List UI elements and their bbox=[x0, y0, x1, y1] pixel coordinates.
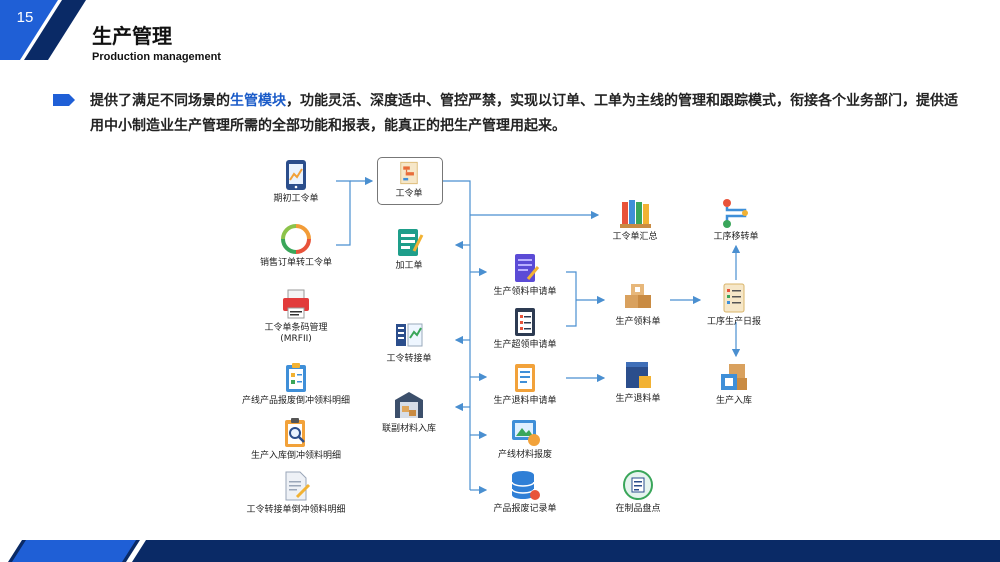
workorder-board-icon bbox=[400, 161, 418, 185]
label-jiagong: 加工单 bbox=[395, 261, 423, 271]
binders-icon bbox=[620, 200, 651, 228]
clipboard-icon bbox=[286, 363, 306, 392]
description: 提供了满足不同场景的生管模块，功能灵活、深度适中、管控严禁，实现以订单、工单为主… bbox=[90, 89, 970, 139]
node-tuiliao[interactable]: 生产退料单 bbox=[578, 358, 698, 405]
label-huizong: 工令单汇总 bbox=[612, 232, 658, 242]
node-chaoling-shenqing[interactable]: 生产超领申请单 bbox=[465, 304, 585, 351]
inventory-count-icon bbox=[623, 470, 653, 500]
node-tiaoma[interactable]: 工令单条码管理 (MRFII) bbox=[236, 287, 356, 345]
node-zaizhipin[interactable]: 在制品盘点 bbox=[578, 468, 698, 515]
label-lingliao-shenqing: 生产领料申请单 bbox=[493, 287, 557, 297]
checklist-icon bbox=[398, 229, 424, 256]
bullet-arrow-icon bbox=[53, 94, 75, 106]
label-zhuanjie: 工令转接单 bbox=[386, 354, 432, 364]
description-part1: 提供了满足不同场景的 bbox=[90, 93, 230, 109]
route-flow-icon bbox=[723, 199, 748, 228]
label-tiaoma: 工令单条码管理 bbox=[264, 323, 328, 333]
stock-in-icon bbox=[721, 364, 747, 390]
printer-icon bbox=[283, 289, 309, 319]
node-lingliao-shenqing[interactable]: 生产领料申请单 bbox=[465, 251, 585, 298]
footer-band bbox=[0, 540, 1000, 562]
clipboard-list-icon bbox=[515, 308, 535, 336]
node-lingliao[interactable]: 生产领料单 bbox=[578, 281, 698, 328]
label-ruku-daochong: 生产入库倒冲领料明细 bbox=[250, 451, 341, 461]
node-ruku[interactable]: 生产入库 bbox=[674, 360, 794, 407]
page-title: 生产管理 bbox=[92, 24, 172, 48]
tablet-chart-icon bbox=[286, 160, 306, 190]
node-zhuanjie[interactable]: 工令转接单 bbox=[349, 318, 469, 365]
node-jiagong[interactable]: 加工单 bbox=[349, 225, 469, 272]
label-cailiao-baofei: 产线材料报废 bbox=[497, 450, 552, 460]
node-ribao[interactable]: 工序生产日报 bbox=[674, 281, 794, 328]
label-zhuanjie-daochong: 工令转接单倒冲领料明细 bbox=[246, 505, 346, 515]
label-chanxian-baofei: 产线产品报废倒冲领料明细 bbox=[241, 396, 350, 406]
label-zaizhipin: 在制品盘点 bbox=[615, 504, 661, 514]
transfer-board-icon bbox=[396, 323, 423, 347]
node-lianfu[interactable]: 联副材料入库 bbox=[349, 388, 469, 435]
node-chanxian-baofei[interactable]: 产线产品报废倒冲领料明细 bbox=[236, 360, 356, 407]
document-edit-icon bbox=[285, 471, 311, 501]
warehouse-icon bbox=[395, 392, 423, 418]
description-highlight: 生管模块 bbox=[230, 93, 286, 109]
label-qichu: 期初工令单 bbox=[273, 194, 319, 204]
corner-decoration bbox=[0, 0, 86, 60]
label-lingliao: 生产领料单 bbox=[615, 317, 661, 327]
node-zhuanjie-daochong[interactable]: 工令转接单倒冲领料明细 bbox=[236, 469, 356, 516]
node-gongling[interactable]: 工令单 bbox=[349, 159, 469, 200]
photo-gallery-icon bbox=[512, 420, 540, 446]
label-baofei-jilu: 产品报废记录单 bbox=[493, 504, 557, 514]
node-cailiao-baofei[interactable]: 产线材料报废 bbox=[465, 414, 585, 461]
node-huizong[interactable]: 工令单汇总 bbox=[575, 196, 695, 243]
node-qichu[interactable]: 期初工令单 bbox=[236, 158, 356, 205]
daily-report-icon bbox=[723, 283, 745, 313]
return-doc-icon bbox=[515, 364, 535, 392]
request-doc-icon bbox=[515, 254, 540, 282]
boxes-icon bbox=[625, 284, 651, 308]
label-chaoling-shenqing: 生产超领申请单 bbox=[493, 340, 557, 350]
clipboard-search-icon bbox=[285, 418, 305, 447]
label-lianfu: 联副材料入库 bbox=[381, 424, 436, 434]
node-baofei-jilu[interactable]: 产品报废记录单 bbox=[465, 468, 585, 515]
label-yizhuan: 工序移转单 bbox=[713, 232, 759, 242]
page-number: 15 bbox=[16, 9, 34, 26]
label-xiaoshou: 销售订单转工令单 bbox=[259, 258, 332, 268]
description-part2: ，功能灵活、深度适中、管控严禁，实现以订单、工单为主线的管理和跟踪模式，衔接各个… bbox=[90, 93, 958, 134]
label-tuiliao: 生产退料单 bbox=[615, 394, 661, 404]
label-tuiliao-shenqing: 生产退料申请单 bbox=[493, 396, 557, 406]
sync-cycle-icon bbox=[281, 224, 311, 254]
label-tiaoma-sub: (MRFII) bbox=[280, 334, 312, 344]
node-xiaoshou[interactable]: 销售订单转工令单 bbox=[236, 222, 356, 269]
storage-box-icon bbox=[626, 362, 651, 388]
node-tuiliao-shenqing[interactable]: 生产退料申请单 bbox=[465, 360, 585, 407]
database-icon bbox=[511, 471, 540, 500]
page-subtitle: Production management bbox=[92, 51, 221, 63]
label-ruku: 生产入库 bbox=[715, 396, 752, 406]
label-ribao: 工序生产日报 bbox=[706, 317, 761, 327]
node-yizhuan[interactable]: 工序移转单 bbox=[676, 196, 796, 243]
label-gongling: 工令单 bbox=[395, 189, 423, 199]
node-ruku-daochong[interactable]: 生产入库倒冲领料明细 bbox=[236, 415, 356, 462]
